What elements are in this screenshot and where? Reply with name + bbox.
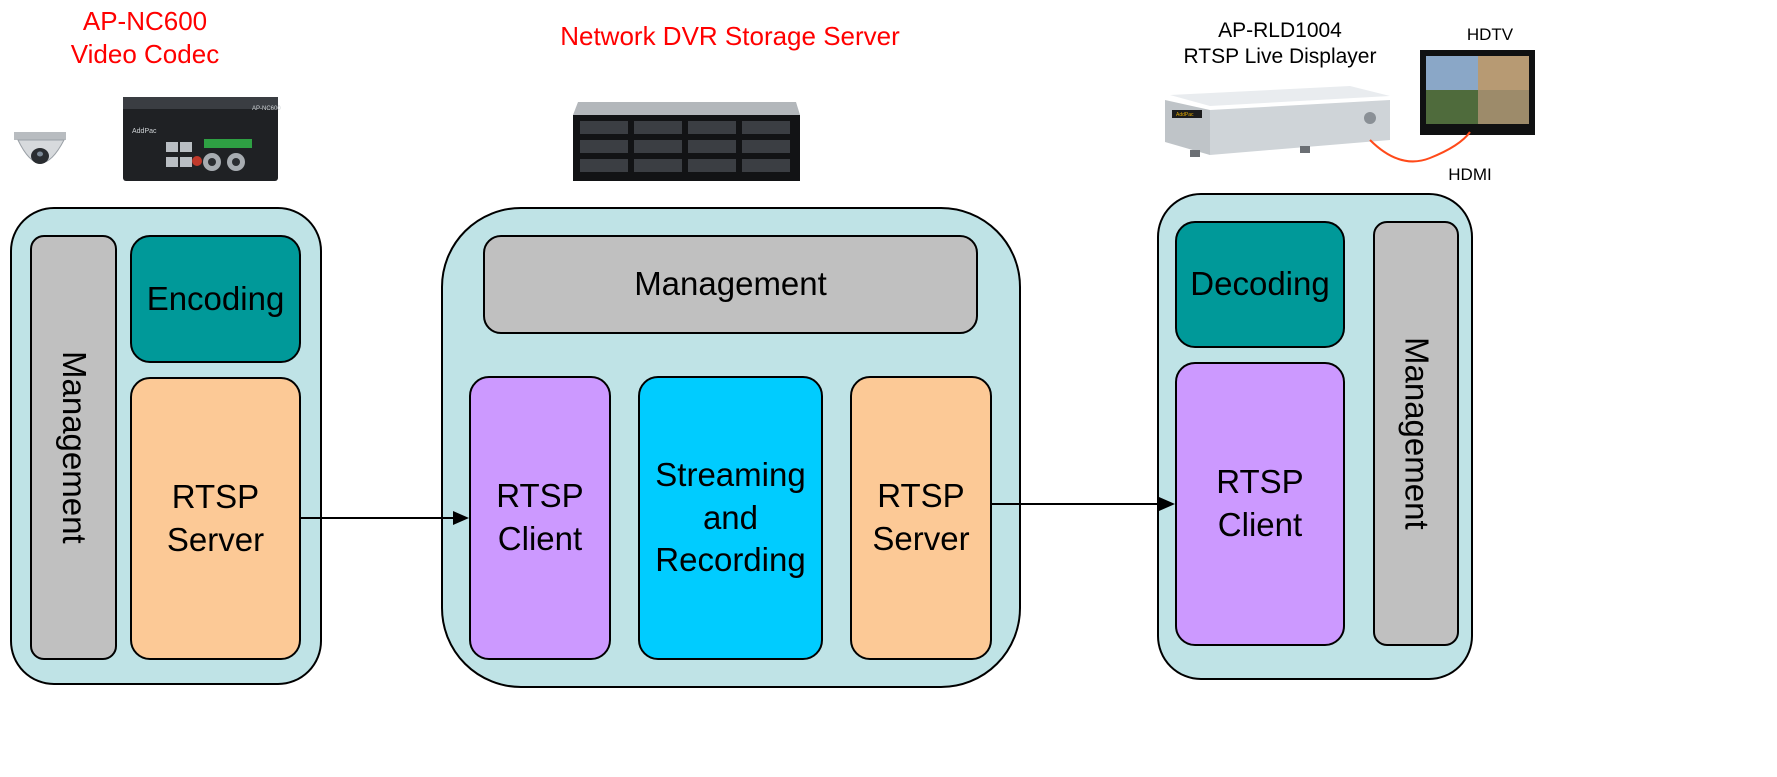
codec-name-label: Video Codec [70,38,220,69]
streaming-line2: and [702,498,759,536]
codec-title: AP-NC600 Video Codec [40,5,250,70]
video-codec-device-image: AddPac AP-NC600 [123,97,281,181]
dvr-rtsp-client-box: RTSP Client [469,376,611,660]
displayer-title: AP-RLD1004 RTSP Live Displayer [1160,18,1400,71]
hdtv-image [1420,50,1535,135]
displayer-management-box: Management [1373,221,1459,646]
svg-text:AP-NC600: AP-NC600 [252,106,281,112]
dvr-rtsp-server-line2: Server [872,520,970,557]
dvr-rtsp-server-box: RTSP Server [850,376,992,660]
dvr-management-box: Management [483,235,978,334]
displayer-model-label: AP-RLD1004 [1218,19,1342,42]
hdtv-label: HDTV [1466,25,1514,44]
displayer-rtsp-client-line2: Client [1217,506,1303,543]
dvr-rtsp-client-line2: Client [497,520,583,557]
svg-text:AddPac: AddPac [132,128,157,135]
displayer-rtsp-client-line1: RTSP [1216,463,1304,501]
streaming-recording-box: Streaming and Recording [638,376,823,660]
dvr-title: Network DVR Storage Server [560,21,900,51]
streaming-line3: Recording [655,541,806,579]
hdmi-cable [1369,131,1471,163]
displayer-name-label: RTSP Live Displayer [1183,45,1377,69]
live-displayer-device-image: AddPac [1165,86,1390,157]
codec-rtsp-server-line2: Server [166,520,265,558]
arrow-dvr-to-displayer [992,497,1175,511]
hdmi-label: HDMI [1448,165,1492,184]
dvr-rtsp-server-line1: RTSP [877,477,965,515]
streaming-line1: Streaming [655,455,806,493]
codec-management-box: Management [30,235,117,660]
encoding-box: Encoding [130,235,301,363]
codec-model-label: AP-NC600 [82,6,208,36]
decoding-box: Decoding [1175,221,1345,348]
displayer-rtsp-client-box: RTSP Client [1175,362,1345,646]
dome-camera-image [14,132,66,164]
storage-server-image [573,102,800,181]
dvr-rtsp-client-line1: RTSP [496,477,584,515]
arrow-codec-to-dvr [301,511,469,525]
codec-rtsp-server-box: RTSP Server [130,377,301,660]
codec-rtsp-server-line1: RTSP [171,477,260,515]
svg-text:AddPac: AddPac [1176,112,1194,118]
